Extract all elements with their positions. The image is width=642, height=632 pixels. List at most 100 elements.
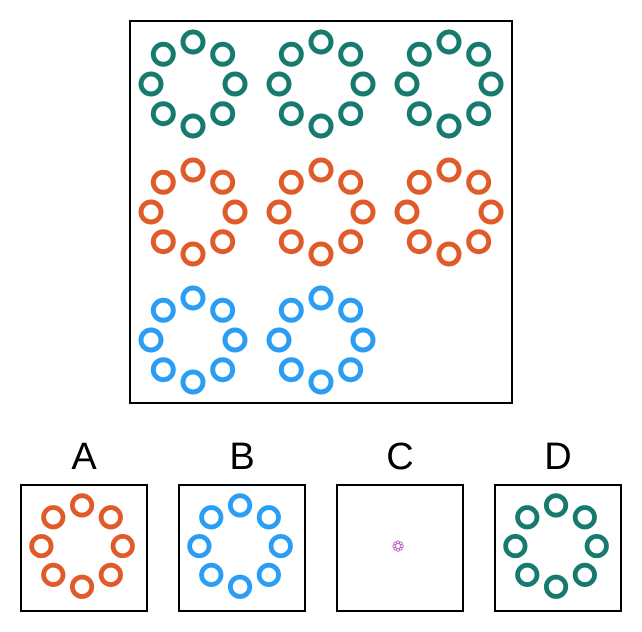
small-ring bbox=[69, 574, 95, 599]
small-ring bbox=[338, 41, 364, 67]
ring-figure bbox=[29, 493, 135, 599]
small-ring bbox=[308, 285, 334, 311]
small-ring bbox=[256, 505, 281, 530]
option-b-label: B bbox=[229, 436, 255, 478]
small-ring bbox=[392, 544, 396, 548]
ring-figure bbox=[394, 157, 504, 267]
small-ring bbox=[278, 229, 304, 255]
small-ring bbox=[393, 541, 398, 546]
small-ring bbox=[266, 71, 292, 97]
matrix-cell-missing bbox=[387, 278, 515, 406]
ring-figure bbox=[138, 29, 248, 139]
small-ring bbox=[227, 574, 253, 599]
matrix-cell-r3-c1 bbox=[131, 278, 259, 406]
ring-figure bbox=[187, 493, 293, 599]
small-ring bbox=[180, 285, 206, 311]
small-ring bbox=[338, 297, 364, 323]
small-ring bbox=[308, 113, 334, 139]
small-ring bbox=[478, 71, 504, 97]
small-ring bbox=[308, 29, 334, 55]
small-ring bbox=[572, 562, 597, 587]
small-ring bbox=[222, 71, 248, 97]
small-ring bbox=[308, 369, 334, 395]
small-ring bbox=[266, 327, 292, 353]
small-ring bbox=[406, 101, 432, 127]
small-ring bbox=[266, 199, 292, 225]
small-ring bbox=[338, 357, 364, 383]
small-ring bbox=[400, 544, 404, 548]
small-ring bbox=[572, 505, 597, 530]
small-ring bbox=[436, 157, 462, 183]
small-ring bbox=[278, 41, 304, 67]
small-ring bbox=[394, 199, 420, 225]
small-ring bbox=[222, 199, 248, 225]
small-ring bbox=[210, 297, 236, 323]
option-a-box[interactable] bbox=[20, 484, 148, 612]
small-ring bbox=[543, 493, 569, 518]
small-ring bbox=[399, 541, 403, 546]
small-ring bbox=[180, 157, 206, 183]
small-ring bbox=[138, 199, 164, 225]
small-ring bbox=[515, 562, 540, 587]
small-ring bbox=[210, 101, 236, 127]
option-b-box[interactable] bbox=[178, 484, 306, 612]
ring-figure bbox=[266, 157, 376, 267]
matrix-cell-r1-c1 bbox=[131, 22, 259, 150]
small-ring bbox=[350, 71, 376, 97]
small-ring bbox=[29, 533, 54, 559]
matrix-cell-r2-c2 bbox=[259, 150, 387, 278]
small-ring bbox=[150, 229, 176, 255]
ring-figure bbox=[138, 157, 248, 267]
small-ring bbox=[478, 199, 504, 225]
small-ring bbox=[503, 533, 528, 559]
small-ring bbox=[466, 229, 492, 255]
ring-figure bbox=[392, 540, 404, 552]
small-ring bbox=[150, 357, 176, 383]
small-ring bbox=[543, 574, 569, 599]
small-ring bbox=[180, 113, 206, 139]
option-d-box[interactable] bbox=[494, 484, 622, 612]
option-c-box[interactable] bbox=[336, 484, 464, 612]
small-ring bbox=[180, 29, 206, 55]
small-ring bbox=[278, 101, 304, 127]
small-ring bbox=[256, 562, 281, 587]
ring-figure bbox=[503, 493, 609, 599]
matrix-cell-r2-c3 bbox=[387, 150, 515, 278]
small-ring bbox=[466, 101, 492, 127]
option-c-label: C bbox=[386, 436, 414, 478]
small-ring bbox=[350, 327, 376, 353]
small-ring bbox=[308, 157, 334, 183]
matrix-cell-r1-c2 bbox=[259, 22, 387, 150]
ring-figure bbox=[266, 285, 376, 395]
option-d-label: D bbox=[544, 436, 572, 478]
small-ring bbox=[396, 540, 400, 544]
matrix-cell-r2-c1 bbox=[131, 150, 259, 278]
small-ring bbox=[98, 505, 123, 530]
small-ring bbox=[210, 169, 236, 195]
small-ring bbox=[393, 547, 398, 551]
small-ring bbox=[584, 533, 609, 559]
small-ring bbox=[466, 41, 492, 67]
small-ring bbox=[308, 241, 334, 267]
small-ring bbox=[150, 41, 176, 67]
small-ring bbox=[268, 533, 293, 559]
small-ring bbox=[150, 297, 176, 323]
small-ring bbox=[180, 369, 206, 395]
small-ring bbox=[394, 71, 420, 97]
option-a-label: A bbox=[71, 436, 97, 478]
small-ring bbox=[399, 547, 403, 551]
small-ring bbox=[350, 199, 376, 225]
small-ring bbox=[180, 241, 206, 267]
small-ring bbox=[396, 548, 400, 552]
small-ring bbox=[210, 229, 236, 255]
small-ring bbox=[278, 169, 304, 195]
small-ring bbox=[222, 327, 248, 353]
small-ring bbox=[41, 562, 66, 587]
small-ring bbox=[69, 493, 95, 518]
small-ring bbox=[406, 169, 432, 195]
small-ring bbox=[436, 29, 462, 55]
ring-figure bbox=[266, 29, 376, 139]
small-ring bbox=[210, 357, 236, 383]
small-ring bbox=[138, 327, 164, 353]
small-ring bbox=[199, 505, 224, 530]
